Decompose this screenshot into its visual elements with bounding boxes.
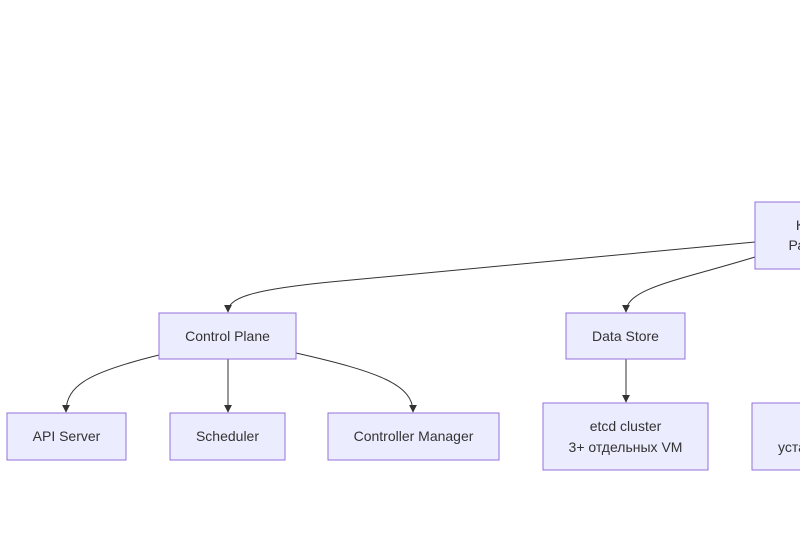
- node-scheduler: Scheduler: [169, 412, 286, 461]
- node-scheduler-label: Scheduler: [196, 428, 259, 444]
- node-control-plane: Control Plane: [158, 312, 297, 360]
- node-root: К Раз: [754, 201, 800, 270]
- node-controller-manager: Controller Manager: [327, 412, 500, 461]
- node-api-server: API Server: [6, 412, 127, 461]
- node-right-partial-line2: уста: [778, 439, 800, 455]
- node-right-partial: уста: [751, 402, 800, 471]
- edge-control-plane-controller-manager: [295, 352, 417, 413]
- node-api-server-label: API Server: [33, 428, 101, 444]
- node-data-store: Data Store: [565, 312, 686, 360]
- edge-control-plane-api-server: [62, 354, 160, 413]
- node-control-plane-label: Control Plane: [185, 328, 270, 344]
- node-etcd: etcd cluster 3+ отдельных VM: [542, 402, 709, 471]
- edge-root-control-plane: [224, 241, 756, 313]
- node-root-line2: Раз: [789, 237, 800, 253]
- node-data-store-label: Data Store: [592, 328, 659, 344]
- node-etcd-line2: 3+ отдельных VM: [569, 439, 683, 455]
- edge-root-data-store: [622, 256, 756, 313]
- node-etcd-line1: etcd cluster: [590, 418, 662, 434]
- node-controller-manager-label: Controller Manager: [354, 428, 474, 444]
- node-root-line1: К: [796, 217, 800, 233]
